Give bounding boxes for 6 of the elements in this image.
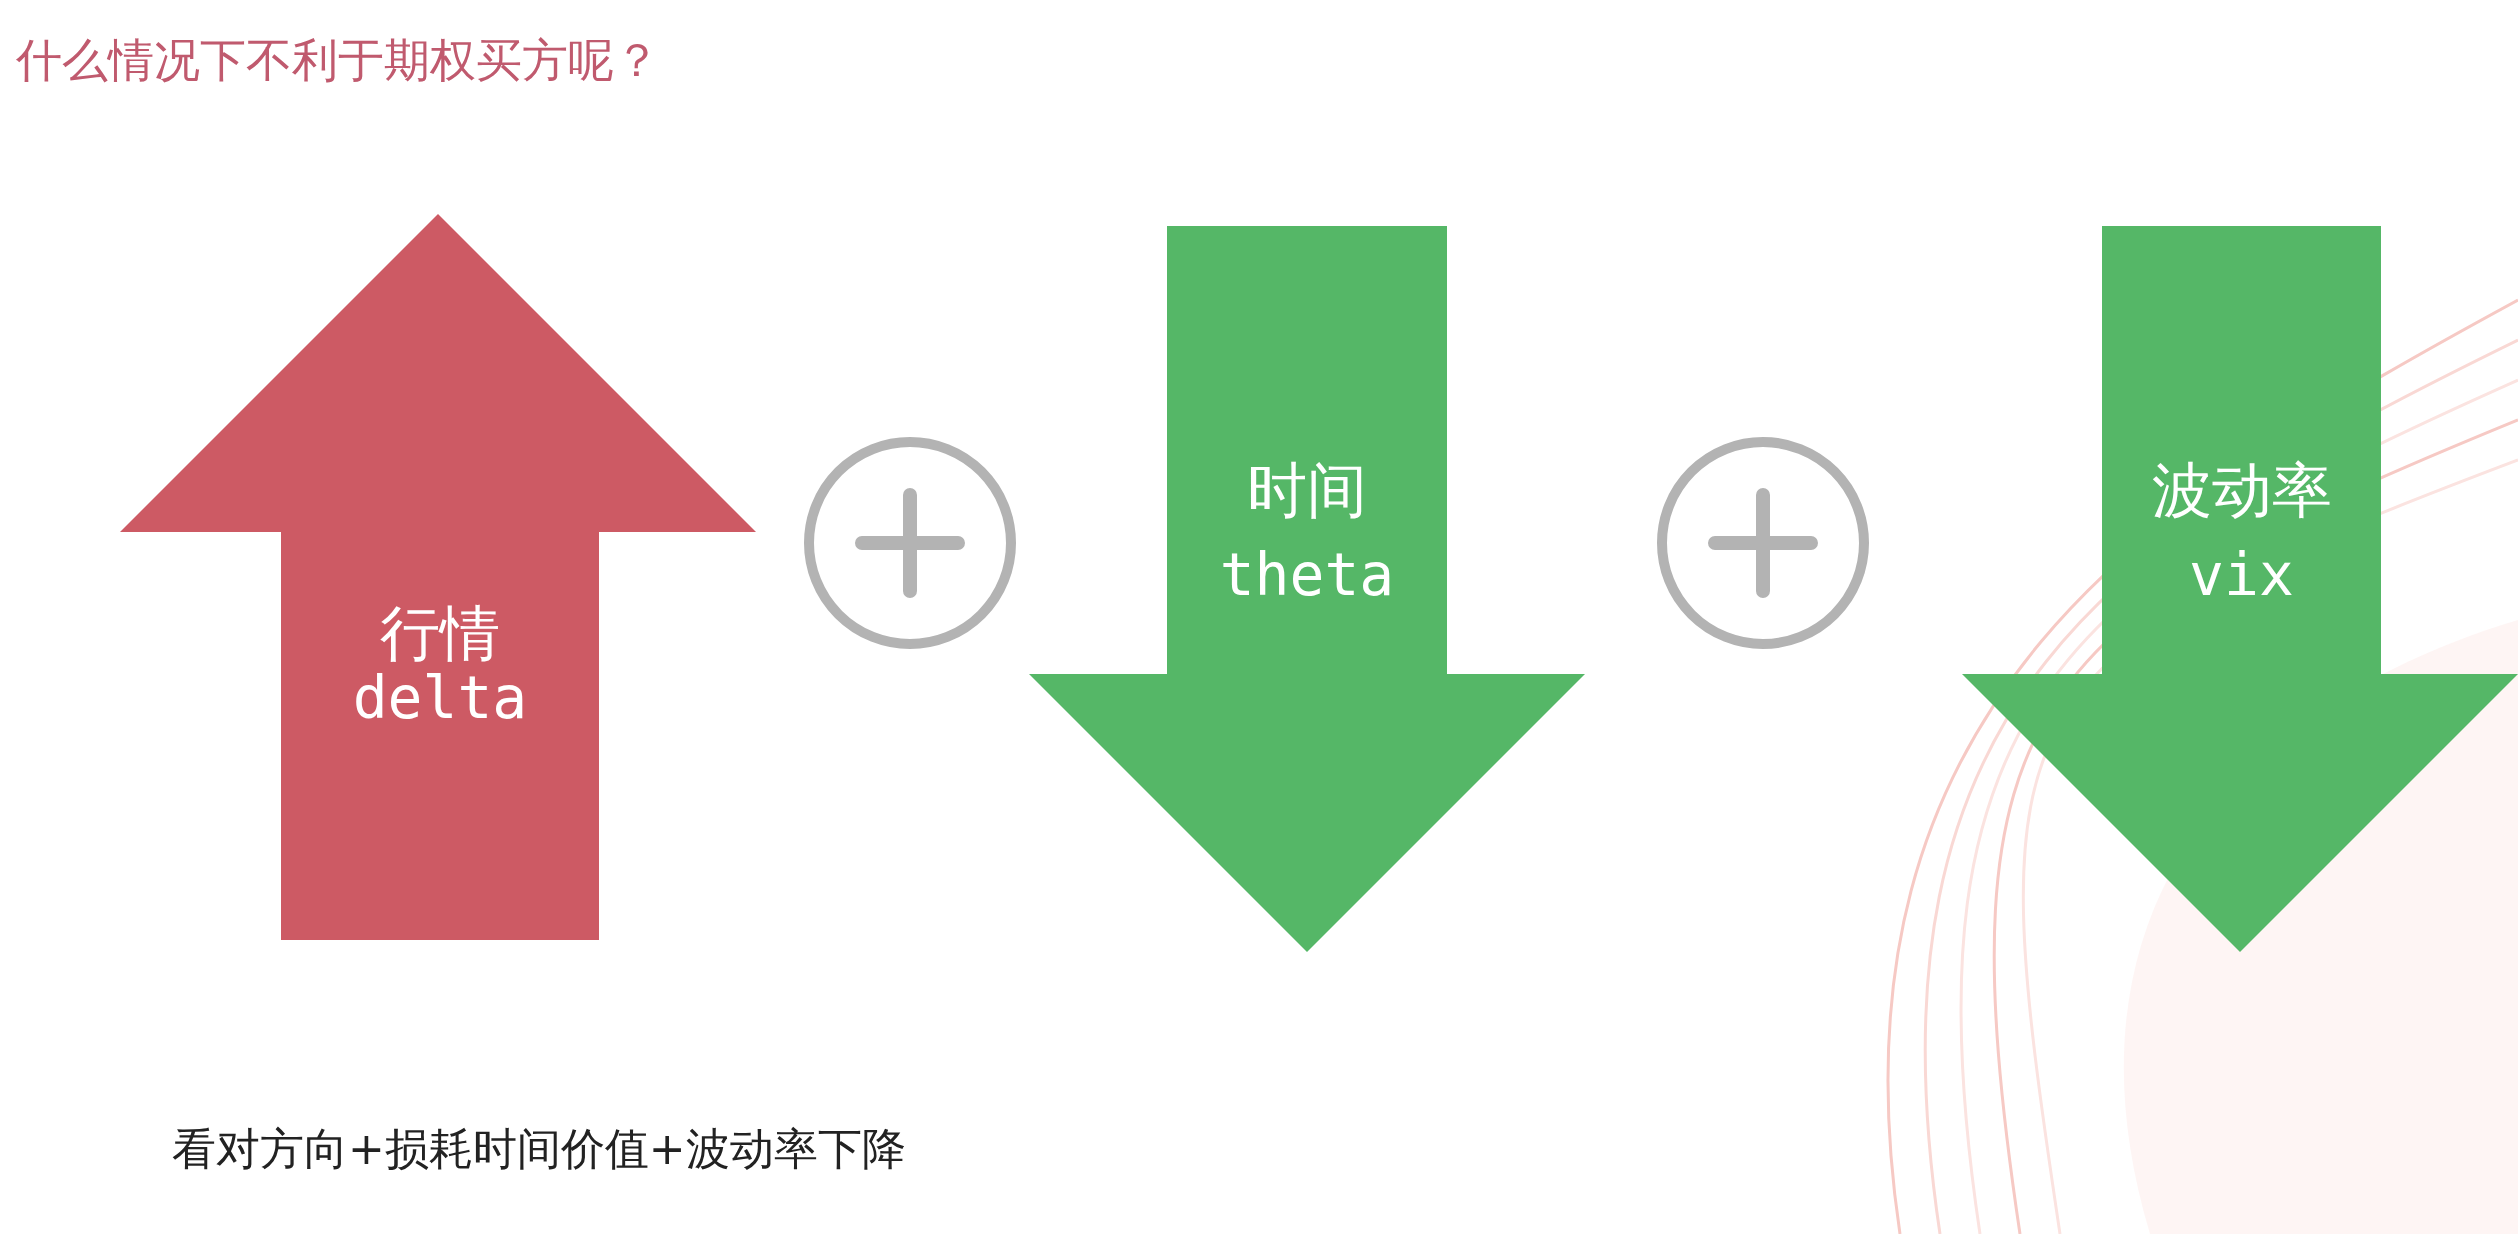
greek-label: theta (1219, 541, 1395, 609)
slide-title: 什么情况下不利于期权买方呢？ (16, 32, 660, 89)
summary-note: 看对方向+损耗时间价值+波动率下降 (172, 1122, 906, 1176)
arrow-heading: 波动率 (2151, 454, 2332, 527)
greek-label: vix (2189, 541, 2294, 609)
arrow-heading: 时间 (1247, 454, 1367, 527)
